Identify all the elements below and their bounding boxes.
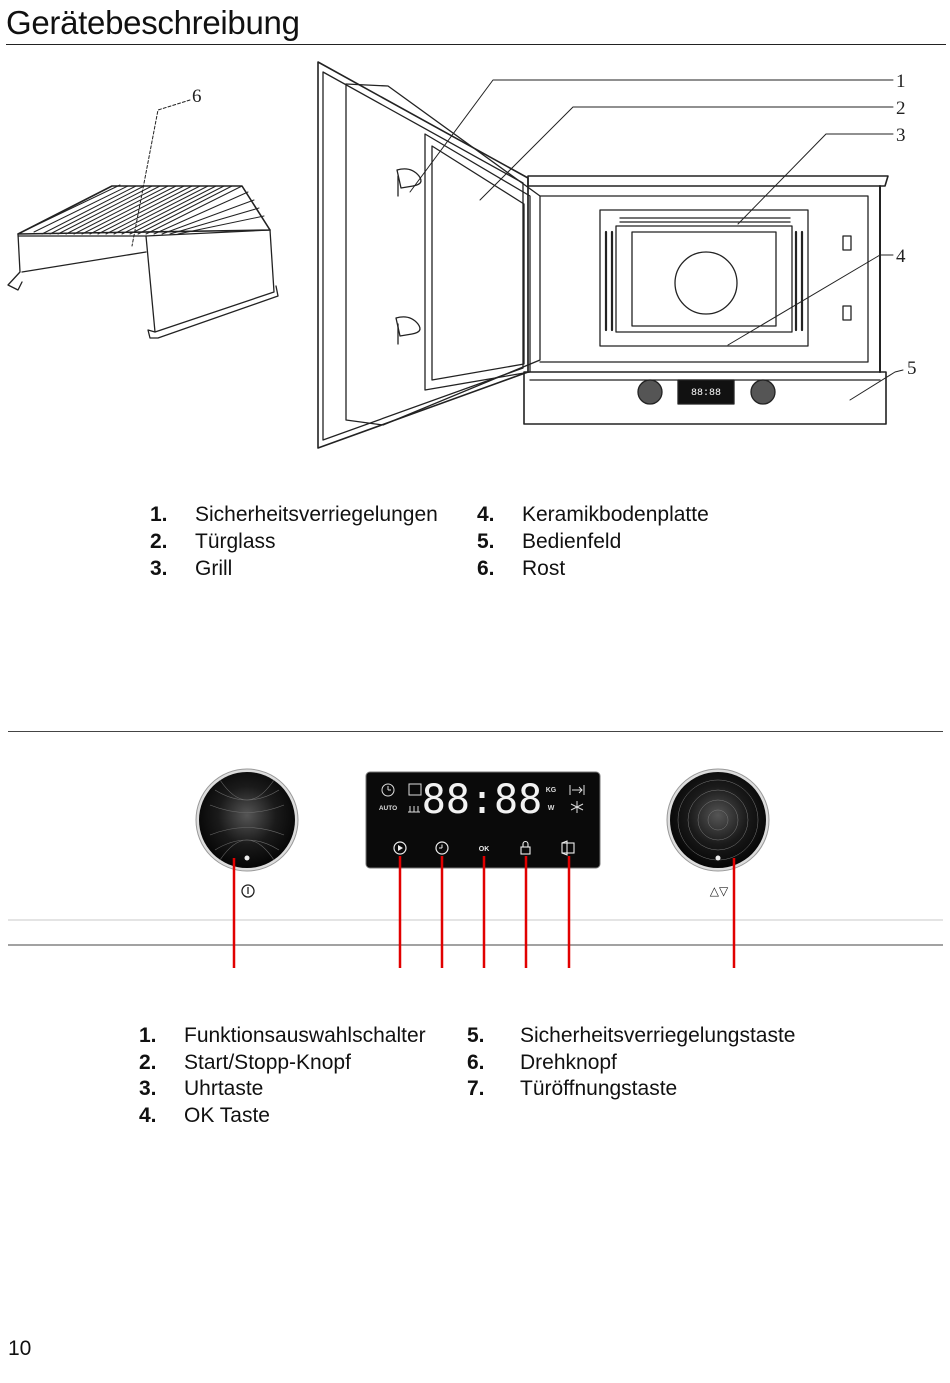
- ok-button[interactable]: OK: [479, 846, 490, 853]
- callout-4: 4: [896, 246, 906, 267]
- wire-rack-illustration: [8, 100, 278, 338]
- section-divider: [8, 731, 943, 732]
- function-selector-knob[interactable]: [196, 769, 298, 871]
- callout-1: 1: [896, 71, 906, 92]
- callout-leaders: [410, 80, 903, 400]
- w-indicator: W: [548, 805, 555, 812]
- page-title: Gerätebeschreibung: [6, 4, 300, 42]
- auto-indicator: AUTO: [379, 805, 397, 812]
- mini-display-digits: 88:88: [691, 388, 721, 399]
- title-rule: [6, 44, 946, 45]
- legend-controls: 1. Funktionsauswahlschalter 2. Start/Sto…: [0, 1024, 950, 1139]
- rotary-knob[interactable]: [667, 769, 769, 871]
- kg-indicator: KG: [546, 787, 557, 794]
- display-digits: 88:88: [422, 777, 542, 823]
- callout-3: 3: [896, 125, 906, 146]
- control-panel-illustration: △▽ AUTO 88:88 KG W OK: [0, 760, 950, 980]
- open-door-illustration: [318, 62, 540, 448]
- page-number: 10: [8, 1337, 31, 1361]
- callout-6: 6: [192, 86, 202, 107]
- callout-2: 2: [896, 98, 906, 119]
- appliance-illustration: 88:88 1 2 3 4 5 6: [0, 50, 950, 460]
- callout-5: 5: [907, 358, 917, 379]
- red-leader-lines: [234, 856, 734, 968]
- legend-parts: 1. Sicherheitsverriegelungen 2. Türglass…: [0, 503, 950, 593]
- oven-cabinet-illustration: 88:88: [524, 176, 888, 424]
- up-down-icon: △▽: [710, 884, 729, 898]
- power-icon: [242, 885, 254, 897]
